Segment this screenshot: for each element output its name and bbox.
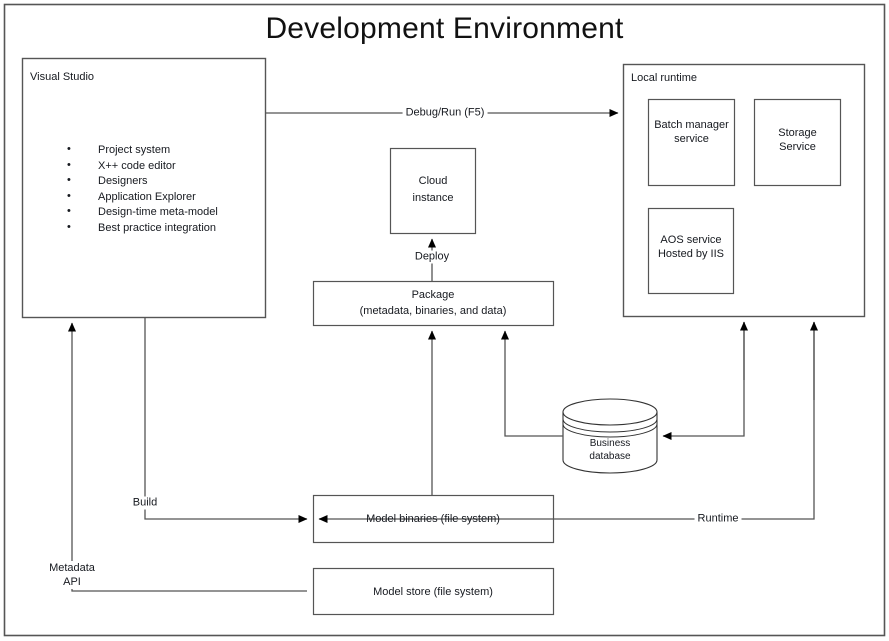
local-runtime-title: Local runtime	[631, 72, 698, 84]
package-label-line1: Package	[411, 289, 455, 301]
edge-label-metadata-api-line1: Metadata	[49, 562, 95, 574]
aos-service-label: AOS service Hosted by IIS	[657, 234, 725, 260]
edge-db-to-package	[501, 330, 563, 437]
model-store-label: Model store (file system)	[373, 586, 493, 598]
visual-studio-title: Visual Studio	[30, 71, 95, 83]
edge-label-build: Build	[129, 496, 161, 510]
list-item: Designers	[67, 173, 218, 190]
edge-label-deploy: Deploy	[411, 250, 453, 264]
list-item: Design-time meta-model	[67, 204, 218, 221]
model-store-box	[312, 567, 555, 616]
business-database-label-line1: Business	[589, 438, 631, 449]
business-database-cylinder	[562, 398, 658, 474]
business-database-label-line2: database	[589, 451, 631, 462]
list-item: Application Explorer	[67, 189, 218, 206]
batch-manager-service-label: Batch manager service	[654, 119, 729, 145]
edge-label-runtime: Runtime	[694, 512, 742, 526]
list-item: X++ code editor	[67, 158, 218, 175]
package-label-line2: (metadata, binaries, and data)	[359, 305, 507, 317]
cloud-instance-label-line2: instance	[412, 192, 454, 204]
list-item: Project system	[67, 142, 218, 159]
edge-label-metadata-api: Metadata API	[32, 561, 112, 589]
cloud-instance-box	[389, 147, 477, 235]
list-item: Best practice integration	[67, 220, 218, 237]
storage-service-label: Storage Service	[778, 127, 817, 153]
cloud-instance-label-line1: Cloud	[418, 175, 448, 187]
edge-build	[144, 317, 308, 523]
storage-service-box	[753, 98, 842, 187]
model-binaries-label: Model binaries (file system)	[366, 513, 500, 525]
page-title: Development Environment	[265, 12, 624, 45]
aos-service-box	[647, 207, 735, 295]
batch-manager-service-box	[647, 98, 736, 187]
package-box	[312, 280, 555, 327]
edge-label-metadata-api-line2: API	[63, 576, 81, 588]
visual-studio-feature-list: Project system X++ code editor Designers…	[67, 142, 218, 237]
edge-label-debug-run: Debug/Run (F5)	[402, 106, 488, 120]
edge-metadata-api	[68, 322, 307, 592]
